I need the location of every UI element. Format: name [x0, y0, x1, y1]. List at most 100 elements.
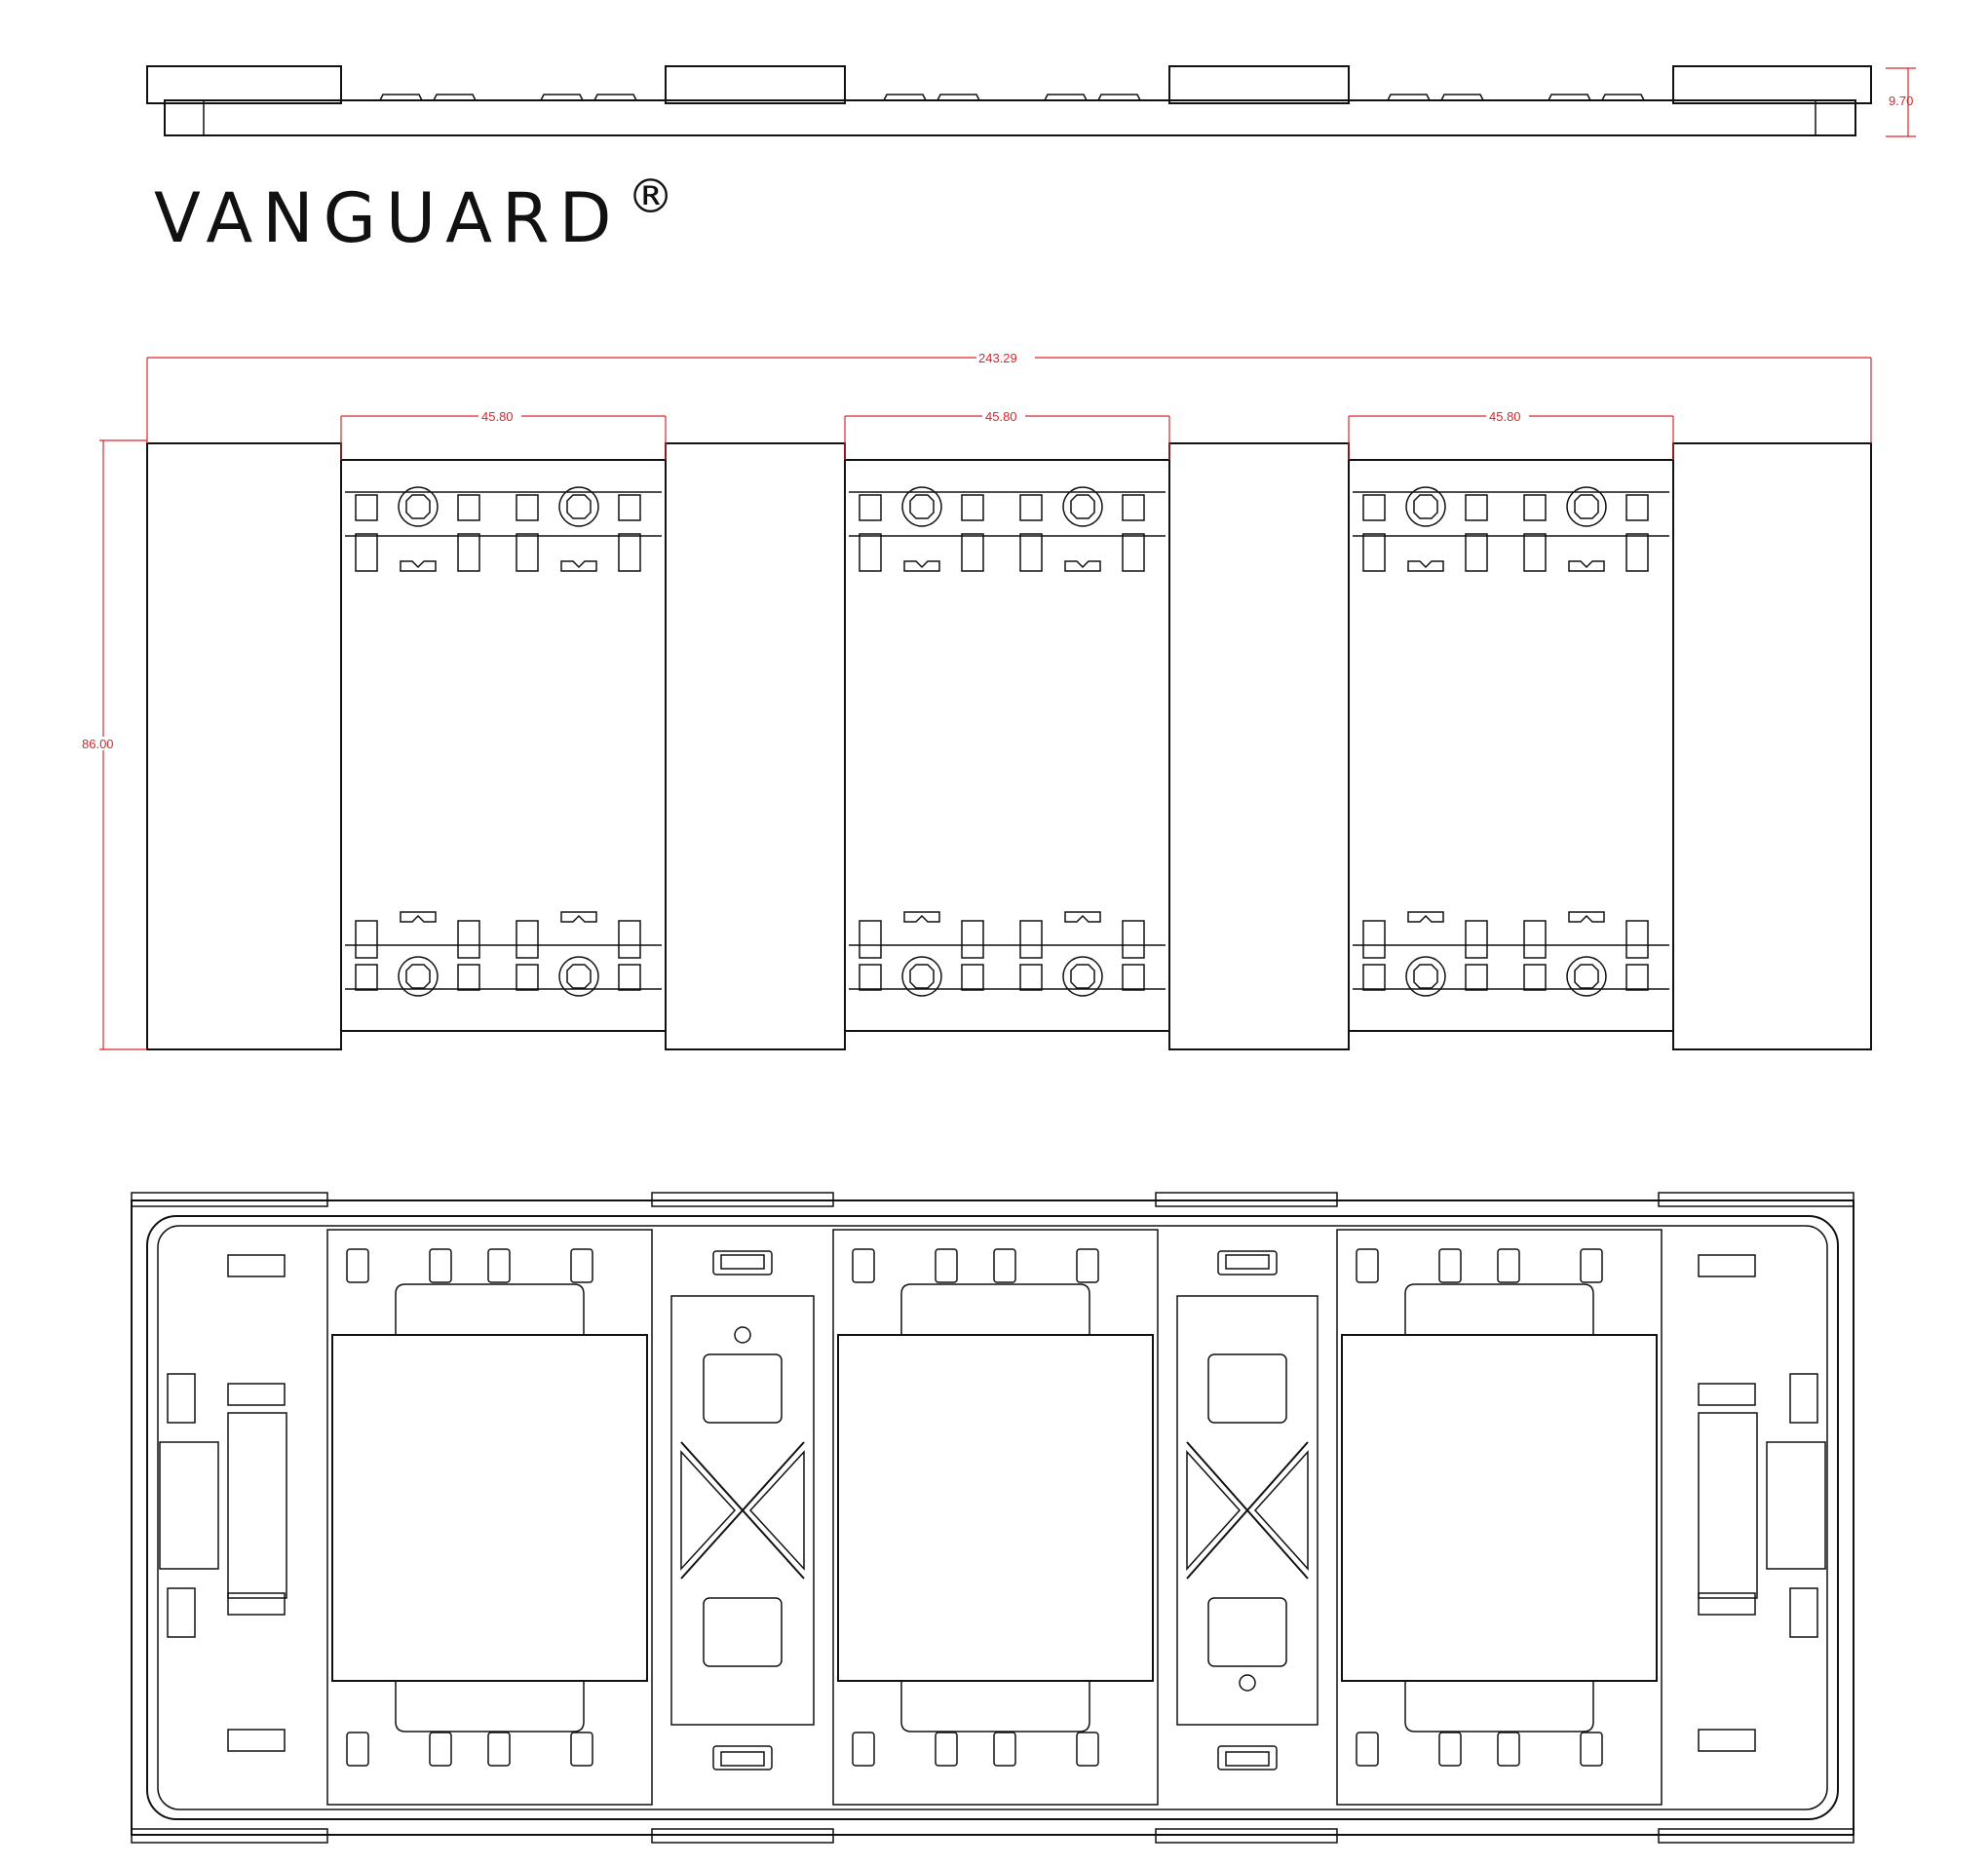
clip-rail [345, 944, 662, 990]
back-top-tab-4 [1658, 1192, 1854, 1207]
opening-width-label-1: 45.80 [481, 409, 514, 424]
clip-tab [1362, 494, 1386, 521]
screw-head [405, 494, 431, 519]
module-opening-1 [341, 459, 666, 1032]
screw-boss [398, 956, 439, 997]
back-connector-body [670, 1295, 815, 1726]
clip-notch [1407, 911, 1444, 923]
back-bottom-boss [395, 1681, 585, 1733]
back-bottom-slot [1497, 1732, 1520, 1767]
screw-boss [1566, 956, 1607, 997]
clip-latch [961, 920, 984, 959]
clip-latch [859, 533, 882, 572]
side-connector-group-3 [1387, 94, 1645, 101]
clip-notch [400, 560, 437, 572]
back-connector-clip-top [1217, 1250, 1278, 1276]
frame-bar-3 [1168, 442, 1350, 1050]
screw-boss [1062, 486, 1103, 527]
back-top-slot [1497, 1248, 1520, 1283]
back-connector-pin [734, 1326, 751, 1344]
overall-length-dimension: 243.29 [146, 351, 1872, 443]
clip-latch [1625, 920, 1649, 959]
end-cap-latch [1698, 1254, 1756, 1277]
clip-latch [355, 533, 378, 572]
clip-notch [903, 911, 940, 923]
screw-boss [1405, 956, 1446, 997]
clip-latch [1523, 920, 1547, 959]
back-top-slot [1438, 1248, 1462, 1283]
clip-latch [618, 533, 641, 572]
screw-boss [1566, 486, 1607, 527]
clip-latch [1019, 920, 1043, 959]
back-top-slot [852, 1248, 875, 1283]
clip-latch [1523, 533, 1547, 572]
end-cap-clip [1789, 1373, 1818, 1424]
back-top-slot [935, 1248, 958, 1283]
back-top-boss [1404, 1283, 1594, 1335]
side-height-dimension: 9.70 [1886, 67, 1916, 137]
clip-tab [961, 964, 984, 991]
side-block-4 [1672, 65, 1872, 104]
screw-head [909, 494, 935, 519]
back-connector-x-brace [680, 1441, 805, 1580]
end-cap-clip [167, 1373, 196, 1424]
end-cap-panel [1766, 1441, 1826, 1570]
back-bottom-boss [1404, 1681, 1594, 1733]
back-bottom-tab-2 [651, 1828, 834, 1844]
clip-notch [560, 911, 597, 923]
back-connector-clip-inner [1225, 1254, 1270, 1270]
module-opening-2 [845, 459, 1169, 1032]
clip-tab [1019, 964, 1043, 991]
back-module-1 [326, 1229, 653, 1806]
side-block-2 [665, 65, 846, 104]
clip-rail [1353, 491, 1669, 537]
clip-tab [516, 494, 539, 521]
back-connector-clip-bottom [1217, 1745, 1278, 1771]
end-cap-latch [227, 1383, 286, 1406]
clip-tab [457, 964, 480, 991]
end-cap-panel [159, 1441, 219, 1570]
screw-boss [558, 956, 599, 997]
back-bottom-slot [429, 1732, 452, 1767]
clip-tab [1122, 494, 1145, 521]
side-connector [1044, 94, 1088, 101]
screw-head [1574, 494, 1599, 519]
clip-latch [1362, 920, 1386, 959]
back-top-tab-1 [131, 1192, 328, 1207]
clip-tab [1019, 494, 1043, 521]
clip-latch [1625, 533, 1649, 572]
back-outer-frame [131, 1200, 1854, 1836]
side-connector-group-1 [379, 94, 637, 101]
back-bottom-slot [1580, 1732, 1603, 1767]
back-bottom-tab-3 [1155, 1828, 1338, 1844]
side-foot-right [1815, 99, 1856, 136]
clip-notch [1407, 560, 1444, 572]
clip-tab [1122, 964, 1145, 991]
clip-latch [516, 533, 539, 572]
back-bottom-slot [852, 1732, 875, 1767]
clip-tab [961, 494, 984, 521]
back-bottom-slot [487, 1732, 511, 1767]
clip-rail [849, 944, 1166, 990]
screw-boss [1405, 486, 1446, 527]
back-inner-lip [157, 1225, 1828, 1810]
clip-latch [1122, 533, 1145, 572]
back-top-slot [993, 1248, 1016, 1283]
end-cap-latch [1698, 1729, 1756, 1752]
end-cap-latch [1698, 1383, 1756, 1406]
screw-head [909, 964, 935, 989]
side-base [164, 99, 1856, 136]
screw-head [1070, 964, 1095, 989]
side-connector-group-2 [883, 94, 1141, 101]
clip-notch [1568, 911, 1605, 923]
clip-latch [1465, 533, 1488, 572]
side-connector [883, 94, 927, 101]
clip-tab [859, 964, 882, 991]
back-connector-clip-inner [720, 1254, 765, 1270]
back-top-tab-3 [1155, 1192, 1338, 1207]
overall-height-dimension: 86.00 [80, 439, 147, 1050]
back-inner-frame [146, 1215, 1839, 1820]
side-height-label: 9.70 [1889, 94, 1913, 108]
clip-rail [345, 491, 662, 537]
clip-notch [400, 911, 437, 923]
